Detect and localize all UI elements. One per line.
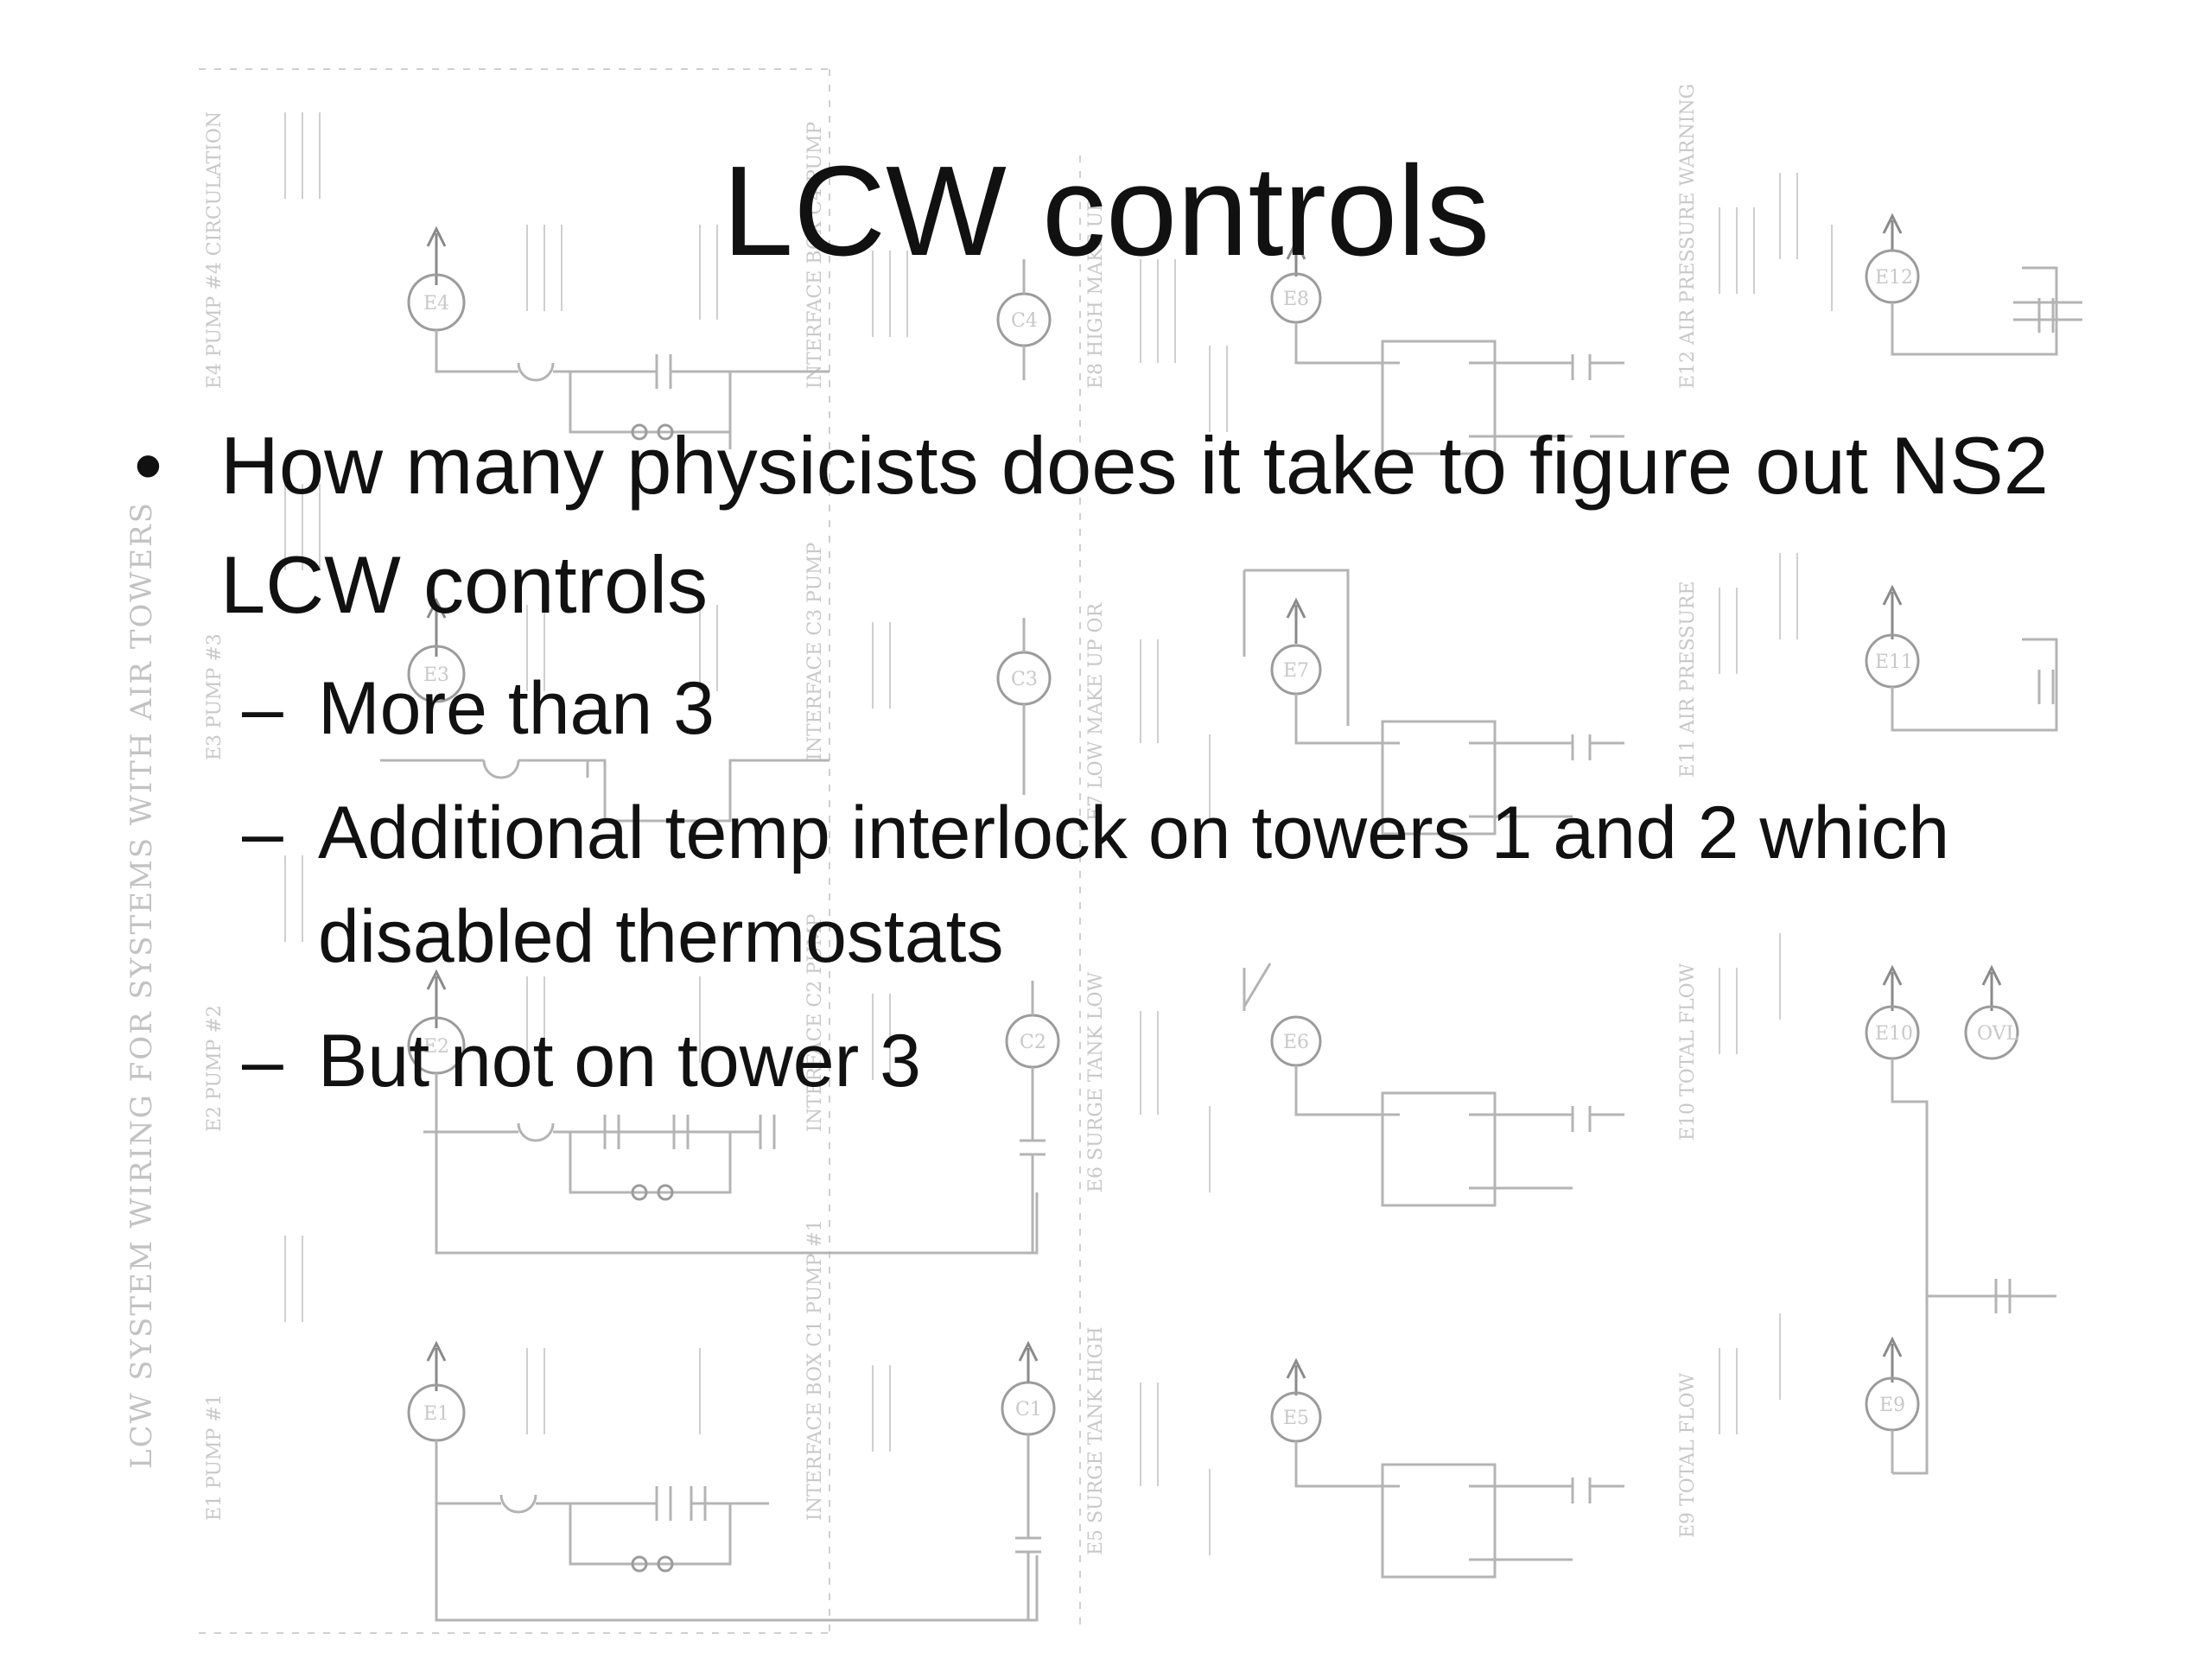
- bullet-text: How many physicists does it take to figu…: [220, 420, 2049, 630]
- schematic-label: E12 AIR PRESSURE WARNING: [1677, 84, 1699, 389]
- schematic-right-column: [1865, 213, 2082, 1475]
- schematic-label: INTERFACE C3 PUMP: [804, 542, 826, 760]
- schematic-label: E8 HIGH MAKE UP: [1085, 199, 1107, 389]
- coil-label: C4: [1011, 310, 1038, 332]
- coil-label: E9: [1879, 1395, 1905, 1416]
- sub-bullet-marker: –: [242, 667, 283, 750]
- coil-label: E3: [423, 664, 449, 686]
- coil-label: E10: [1875, 1023, 1913, 1045]
- sub-bullet-text: More than 3: [318, 667, 715, 750]
- coil-label: E4: [423, 293, 449, 315]
- sub-bullet-item: – But not on tower 3: [130, 1009, 2117, 1113]
- coil-label: E11: [1875, 652, 1913, 673]
- sub-bullet-text: But not on tower 3: [318, 1020, 921, 1103]
- sub-bullet-marker: –: [242, 791, 283, 874]
- schematic-label: E11 AIR PRESSURE: [1677, 581, 1699, 778]
- schematic-label: E3 PUMP #3: [204, 633, 226, 760]
- coil-label: E2: [423, 1036, 449, 1058]
- bullet-marker: •: [134, 420, 162, 511]
- coil-label: E5: [1283, 1408, 1309, 1429]
- sub-bullet-text: Additional temp interlock on towers 1 an…: [318, 791, 1950, 978]
- coil-label: E6: [1283, 1032, 1309, 1053]
- schematic-middle-column: [1243, 238, 1624, 1579]
- coil-label: C2: [1020, 1032, 1046, 1053]
- schematic-label: E1 PUMP #1: [204, 1394, 226, 1521]
- schematic-left-column: [380, 226, 1039, 1622]
- coil-label: OVL: [1977, 1023, 2019, 1045]
- coil-label: E1: [423, 1403, 449, 1425]
- schematic-text-blocks: [284, 112, 1833, 1555]
- schematic-interface-column: [996, 259, 1060, 1620]
- coil-label: C1: [1015, 1399, 1042, 1421]
- schematic-label: INTERFACE BOX C1 PUMP #1: [804, 1219, 826, 1521]
- slide-body: • How many physicists does it take to fi…: [130, 406, 2117, 1134]
- schematic-side-label: LCW SYSTEM WIRING FOR SYSTEMS WITH AIR T…: [124, 501, 159, 1469]
- schematic-label: E10 TOTAL FLOW: [1677, 963, 1699, 1141]
- schematic-label: E2 PUMP #2: [204, 1005, 226, 1132]
- slide-title: LCW controls: [721, 140, 1491, 283]
- sub-bullet-marker: –: [242, 1020, 283, 1103]
- coil-label: E12: [1875, 267, 1913, 289]
- schematic-coil-labels: E4 E3 E2 E1 C4 C3 C2 C1 E8 E7 E6 E5 E12 …: [423, 267, 2019, 1429]
- coil-label: C3: [1011, 669, 1038, 690]
- schematic-label: INTERFACE BOX C4 PUMP: [804, 121, 826, 389]
- schematic-label: E9 TOTAL FLOW: [1677, 1372, 1699, 1538]
- schematic-label: E7 LOW MAKE UP OR: [1085, 601, 1107, 821]
- schematic-label: E4 PUMP #4 CIRCULATION: [204, 111, 226, 389]
- schematic-label: INTERFACE C2 PUMP: [804, 913, 826, 1132]
- sub-bullet-item: – Additional temp interlock on towers 1 …: [130, 781, 2117, 988]
- coil-label: E7: [1283, 660, 1309, 682]
- sub-bullet-item: – More than 3: [130, 657, 2117, 760]
- schematic-label: E5 SURGE TANK HIGH: [1085, 1326, 1107, 1555]
- schematic-label: E6 SURGE TANK LOW: [1085, 971, 1107, 1192]
- coil-label: E8: [1283, 289, 1309, 310]
- bullet-item: • How many physicists does it take to fi…: [130, 406, 2117, 645]
